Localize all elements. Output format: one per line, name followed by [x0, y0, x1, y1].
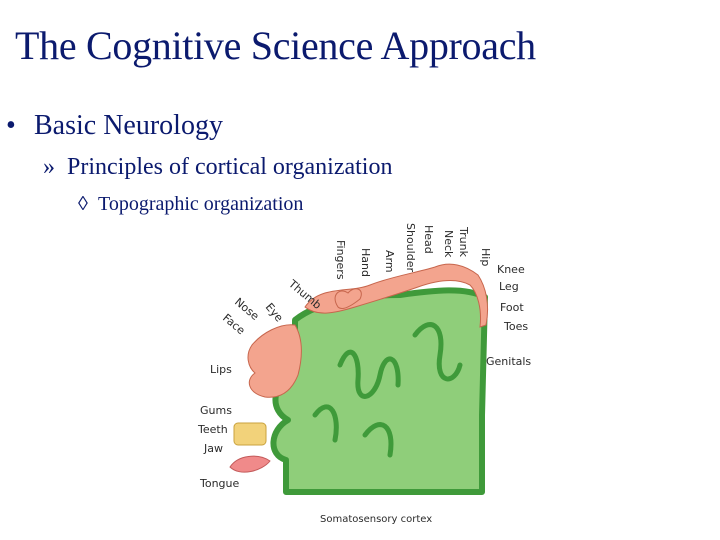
label-genitals: Genitals [486, 355, 531, 368]
label-gums: Gums [200, 404, 232, 417]
diagram-caption: Somatosensory cortex [320, 514, 432, 525]
bullet-text: Basic Neurology [34, 110, 223, 141]
label-fingers: Fingers [334, 240, 347, 280]
sub-sub-bullet-topographic: ◊ Topographic organization [78, 193, 303, 216]
sub-bullet-cortical-organization: » Principles of cortical organization [43, 154, 392, 181]
homunculus-hand [334, 288, 362, 310]
homunculus-tongue [229, 455, 271, 473]
label-thumb: Thumb [285, 277, 324, 312]
label-head: Head [422, 225, 435, 254]
label-teeth: Teeth [197, 423, 228, 436]
homunculus-face [247, 324, 302, 398]
sub-bullet-marker: » [43, 154, 55, 180]
somatosensory-homunculus-diagram: Hip Trunk Neck Head Shoulder Arm Hand Fi… [197, 223, 531, 525]
label-eye: Eye [263, 301, 286, 325]
cortex-slice [270, 287, 488, 495]
label-shoulder: Shoulder [404, 223, 417, 272]
label-hip: Hip [479, 248, 492, 266]
label-hand: Hand [359, 248, 372, 277]
cortex-folds [312, 322, 463, 458]
label-tongue: Tongue [199, 477, 240, 490]
label-trunk: Trunk [457, 226, 470, 258]
label-jaw: Jaw [203, 442, 223, 455]
label-lips: Lips [210, 363, 232, 376]
label-neck: Neck [442, 230, 455, 258]
sub-bullet-text: Principles of cortical organization [67, 154, 393, 180]
bullet-marker: • [6, 110, 16, 141]
label-foot: Foot [500, 301, 524, 314]
label-face: Face [220, 311, 248, 337]
bullet-basic-neurology: • Basic Neurology [6, 110, 223, 142]
label-toes: Toes [503, 320, 528, 333]
sub-sub-bullet-text: Topographic organization [98, 193, 304, 215]
slide-title: The Cognitive Science Approach [15, 23, 536, 68]
homunculus-body [304, 263, 489, 328]
homunculus-teeth [233, 422, 267, 446]
label-leg: Leg [499, 280, 519, 293]
label-knee: Knee [497, 263, 525, 276]
label-arm: Arm [383, 250, 396, 273]
sub-sub-bullet-marker: ◊ [78, 193, 88, 215]
